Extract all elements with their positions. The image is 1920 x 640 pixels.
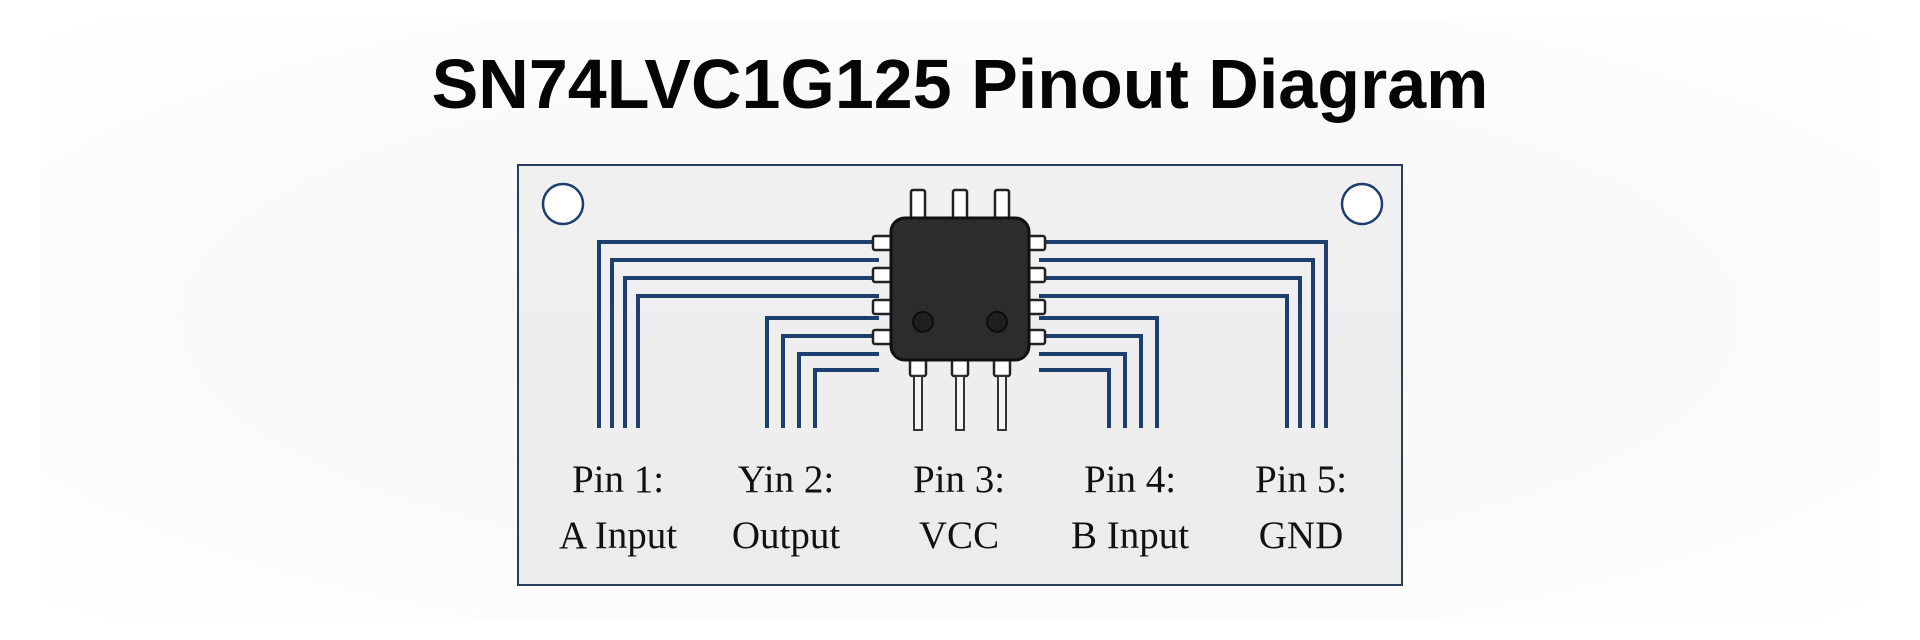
trace (597, 240, 879, 428)
trace (1039, 294, 1289, 428)
pin-number: Pin 1: (571, 458, 665, 501)
chip-pin (909, 188, 927, 222)
trace (765, 316, 879, 428)
chip-body (889, 216, 1031, 362)
chip-dot-left (912, 311, 934, 333)
pin-number: Pin 5: (1254, 458, 1348, 501)
pin-label-1: Pin 1: A Input (538, 452, 698, 564)
trace (1039, 316, 1159, 428)
chip-leg (913, 375, 923, 431)
chip-pin (993, 188, 1011, 222)
pin-number: Pin 4: (1083, 458, 1177, 501)
chip-leg (997, 375, 1007, 431)
chip-pin (951, 188, 969, 222)
trace-group-inner-right (1039, 316, 1159, 428)
chip-top-pins (909, 188, 1011, 222)
pcb-board: Pin 1: A Input Yin 2: Output Pin 3: VCC … (517, 164, 1403, 586)
pin-label-5: Pin 5: GND (1221, 452, 1381, 564)
trace (797, 352, 879, 428)
pin-number: Pin 3: (912, 458, 1006, 501)
trace-group-inner-left (765, 316, 879, 428)
trace (636, 294, 879, 428)
pin-label-3: Pin 3: VCC (879, 452, 1039, 564)
chip-bottom-legs (908, 354, 1012, 431)
trace (1039, 352, 1127, 428)
trace (1039, 258, 1315, 428)
pin-function: GND (1258, 514, 1344, 557)
chip-leg (955, 375, 965, 431)
pin-label-4: Pin 4: B Input (1050, 452, 1210, 564)
pin-function: A Input (558, 514, 678, 557)
page-title: SN74LVC1G125 Pinout Diagram (431, 45, 1489, 123)
chip-dot-right (986, 311, 1008, 333)
trace (1039, 368, 1111, 428)
pin-function: B Input (1070, 514, 1190, 557)
mounting-hole-left (541, 182, 585, 226)
trace (1039, 334, 1143, 428)
mounting-hole-right (1340, 182, 1384, 226)
trace (1039, 240, 1328, 428)
trace-group-left (597, 240, 879, 428)
trace (1039, 276, 1302, 428)
pin-number: Yin 2: (737, 458, 835, 501)
trace (813, 368, 879, 428)
trace (781, 334, 879, 428)
trace (623, 276, 879, 428)
pin-function: Output (731, 514, 841, 557)
pin-function: VCC (918, 514, 1000, 557)
trace (610, 258, 879, 428)
pin-label-2: Yin 2: Output (706, 452, 866, 564)
pinout-diagram-svg (541, 182, 1384, 431)
trace-group-right (1039, 240, 1328, 428)
